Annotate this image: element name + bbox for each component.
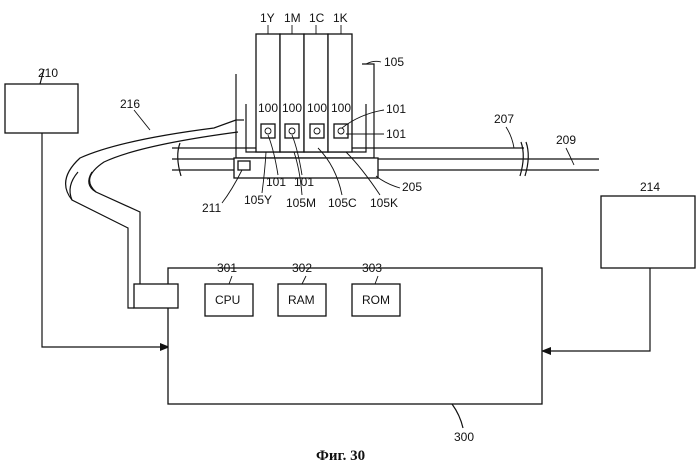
signal-line-210 — [42, 133, 162, 347]
lead-211 — [222, 170, 242, 203]
label-101-right-a: 101 — [386, 102, 406, 116]
label-1Y: 1Y — [260, 11, 275, 25]
label-214: 214 — [640, 180, 660, 194]
sensor-211 — [238, 161, 250, 170]
lead-205 — [376, 176, 400, 188]
label-207: 207 — [494, 112, 514, 126]
label-105K: 105K — [370, 196, 398, 210]
figure-caption: Фиг. 30 — [316, 448, 365, 464]
label-105: 105 — [384, 55, 404, 69]
label-1M: 1M — [284, 11, 301, 25]
flex-cable-loop — [70, 172, 96, 200]
unit-210-box — [5, 84, 78, 133]
cable-connector — [134, 284, 178, 308]
label-105M: 105M — [286, 196, 316, 210]
label-211: 211 — [202, 201, 221, 215]
label-302: 302 — [292, 261, 312, 275]
chip-100-k — [334, 124, 348, 138]
unit-214-box — [601, 196, 695, 268]
label-101-bottom-b: 101 — [294, 175, 314, 189]
label-1C: 1C — [309, 11, 325, 25]
ram-label: RAM — [288, 293, 315, 307]
label-101-right-b: 101 — [386, 127, 406, 141]
label-100-k: 100 — [331, 101, 351, 115]
rom-label: ROM — [362, 293, 390, 307]
label-205: 205 — [402, 180, 422, 194]
label-216: 216 — [120, 97, 140, 111]
lead-300 — [452, 404, 463, 428]
label-209: 209 — [556, 133, 576, 147]
carriage-side-right — [362, 64, 374, 74]
lead-207 — [506, 127, 514, 148]
label-301: 301 — [217, 261, 237, 275]
label-1K: 1K — [333, 11, 348, 25]
lead-216 — [134, 110, 150, 130]
label-303: 303 — [362, 261, 382, 275]
cpu-label: CPU — [215, 293, 240, 307]
label-105Y: 105Y — [244, 193, 272, 207]
chip-100-c — [310, 124, 324, 138]
label-100-c: 100 — [307, 101, 327, 115]
label-100-m: 100 — [282, 101, 302, 115]
label-105C: 105C — [328, 196, 357, 210]
label-300: 300 — [454, 430, 474, 444]
label-101-bottom-a: 101 — [266, 175, 286, 189]
signal-line-214 — [550, 268, 650, 351]
label-100-y: 100 — [258, 101, 278, 115]
lead-209 — [566, 148, 574, 165]
